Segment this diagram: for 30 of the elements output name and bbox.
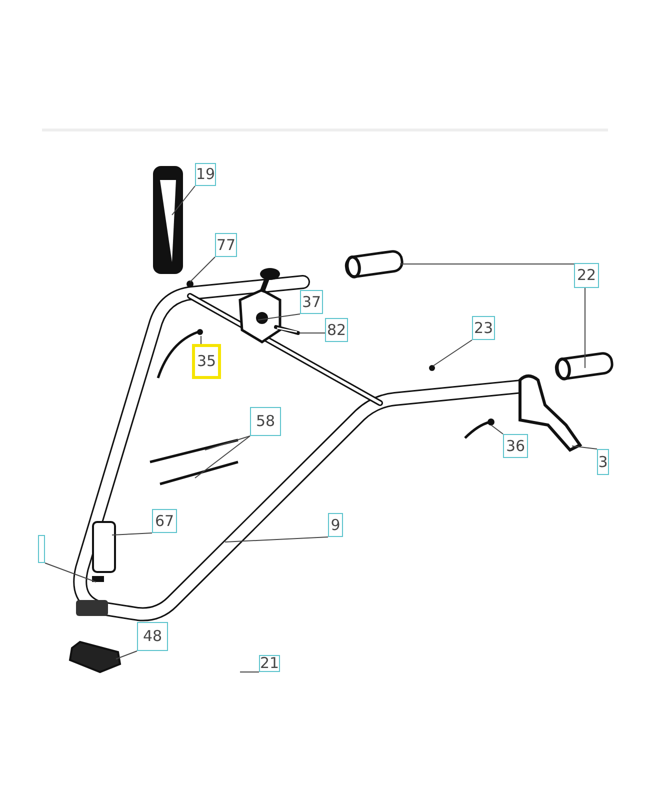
callout-number: 77 (215, 233, 237, 257)
leader-line (190, 256, 216, 282)
leader-line (584, 288, 586, 368)
leader-line (44, 562, 96, 582)
callout-number: 35 (192, 344, 221, 379)
leader-line (116, 650, 138, 660)
callout-number: 3 (597, 449, 609, 475)
callout-number: 23 (472, 316, 495, 340)
callout-number: 82 (325, 318, 348, 342)
callout-number: 67 (152, 509, 177, 533)
callout-number: 58 (250, 407, 281, 436)
leader-line (298, 332, 326, 334)
callout-number: 37 (300, 290, 323, 314)
callout-number: 9 (328, 513, 343, 537)
leader-line (194, 436, 250, 478)
leader-line (224, 536, 328, 542)
callout-number: 19 (195, 163, 216, 186)
callout-box (38, 535, 45, 563)
leader-line (204, 436, 250, 450)
leader-line (258, 314, 300, 320)
callout-number: 48 (137, 622, 168, 651)
callout-number: 21 (259, 655, 280, 672)
callout-number: 36 (503, 434, 528, 458)
callout-number: 22 (574, 263, 599, 288)
leader-line (572, 446, 598, 450)
leader-line (172, 186, 196, 216)
leader-line (490, 424, 504, 434)
leader-line (200, 336, 202, 344)
leader-line (112, 532, 152, 536)
leader-line (432, 340, 472, 366)
